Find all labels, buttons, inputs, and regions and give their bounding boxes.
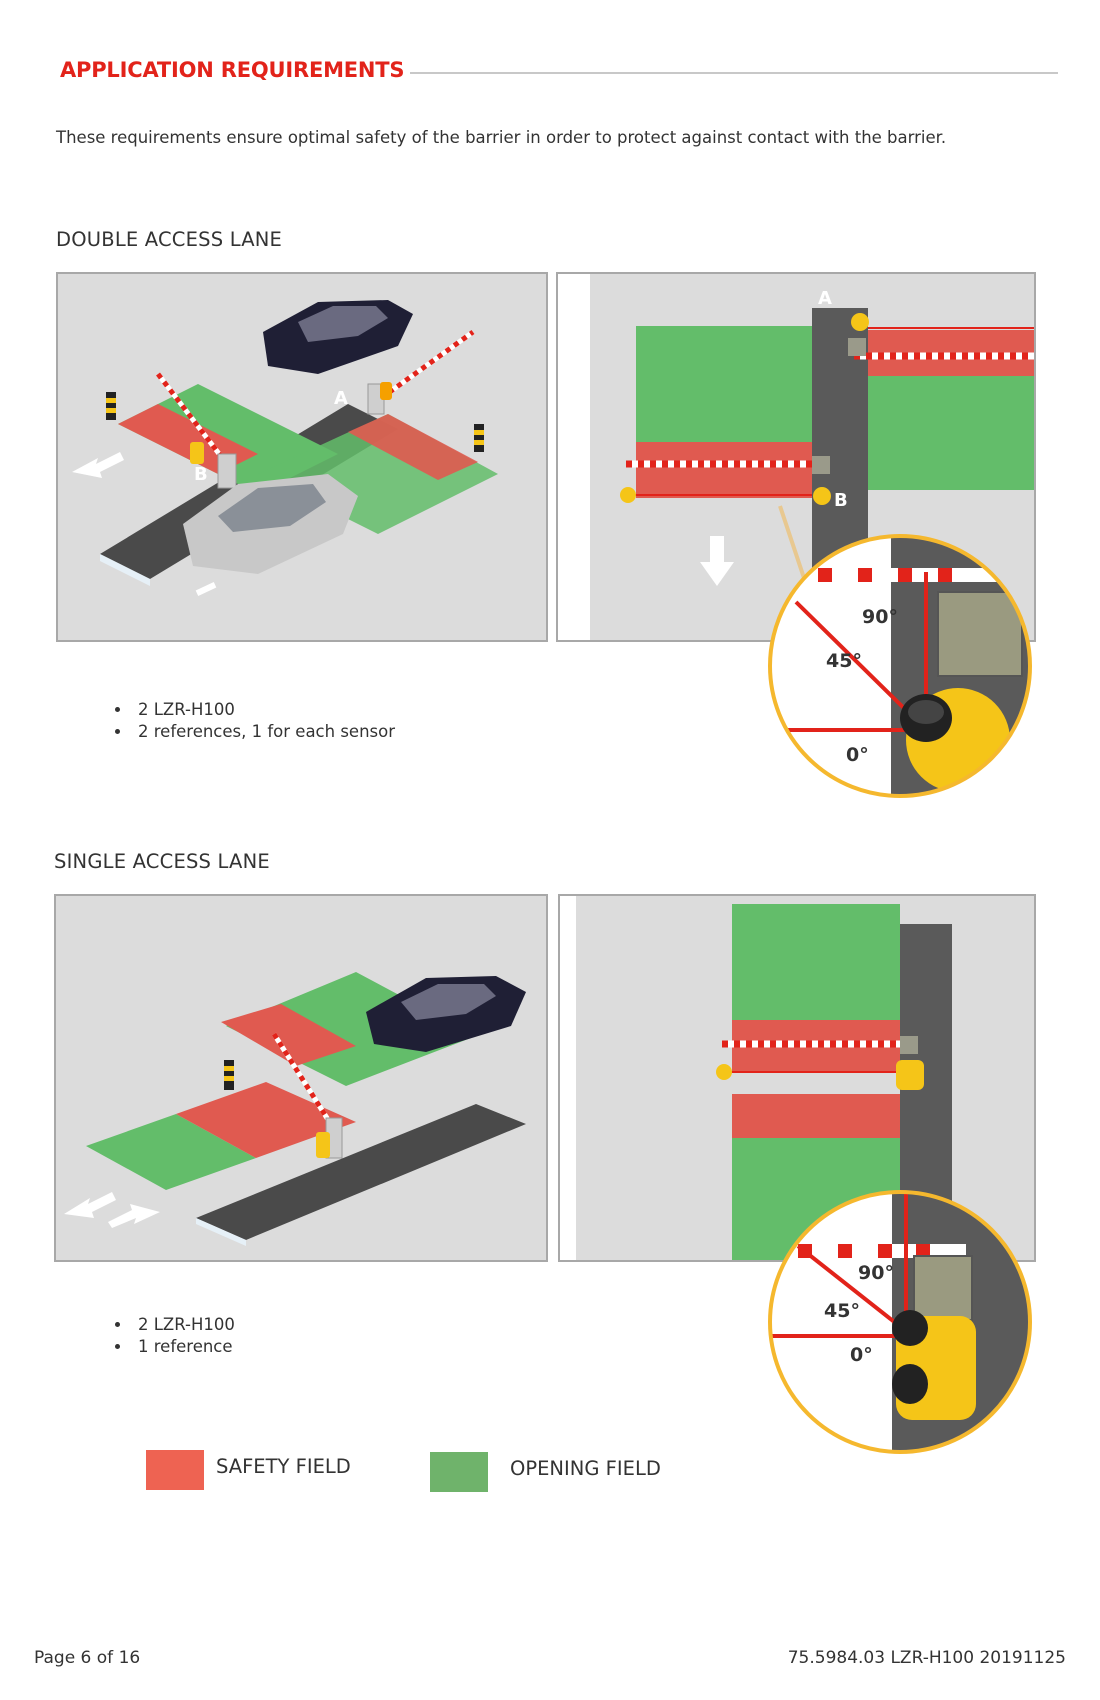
single-angle-0-label: 0° [850, 1344, 873, 1366]
angle-0-label: 0° [846, 744, 869, 766]
label-sensor-a: A [334, 388, 348, 409]
double-lane-perspective-illustration: A B [56, 272, 548, 642]
list-item: 2 references, 1 for each sensor [132, 721, 395, 743]
intro-text: These requirements ensure optimal safety… [56, 128, 947, 147]
single-lane-requirements-list: 2 LZR-H100 1 reference [106, 1314, 235, 1358]
angle-45-label: 45° [826, 650, 862, 672]
top-label-sensor-a: A [818, 288, 832, 309]
double-lane-requirements-list: 2 LZR-H100 2 references, 1 for each sens… [106, 699, 395, 743]
list-item: 2 LZR-H100 [132, 699, 395, 721]
double-lane-heading: DOUBLE ACCESS LANE [56, 228, 283, 251]
page-number: Page 6 of 16 [34, 1648, 141, 1668]
list-item: 1 reference [132, 1336, 235, 1358]
top-label-sensor-b: B [834, 490, 848, 511]
single-angle-90-label: 90° [858, 1262, 894, 1284]
angle-90-label: 90° [862, 606, 898, 628]
label-sensor-b: B [194, 464, 208, 485]
legend-opening-swatch [430, 1452, 488, 1492]
legend-opening-label: OPENING FIELD [510, 1457, 661, 1480]
double-lane-angle-zoom: 90° 45° 0° [766, 532, 1034, 800]
single-lane-angle-zoom: 90° 45° 0° [766, 1188, 1034, 1456]
document-reference: 75.5984.03 LZR-H100 20191125 [787, 1648, 1066, 1668]
single-lane-top-view [558, 894, 1036, 1262]
single-lane-heading: SINGLE ACCESS LANE [54, 850, 270, 873]
section-title: APPLICATION REQUIREMENTS [60, 58, 405, 82]
list-item: 2 LZR-H100 [132, 1314, 235, 1336]
legend-safety-label: SAFETY FIELD [216, 1455, 351, 1478]
single-angle-45-label: 45° [824, 1300, 860, 1322]
single-lane-perspective-illustration [54, 894, 548, 1262]
title-rule [410, 72, 1058, 74]
legend-safety-swatch [146, 1450, 204, 1490]
